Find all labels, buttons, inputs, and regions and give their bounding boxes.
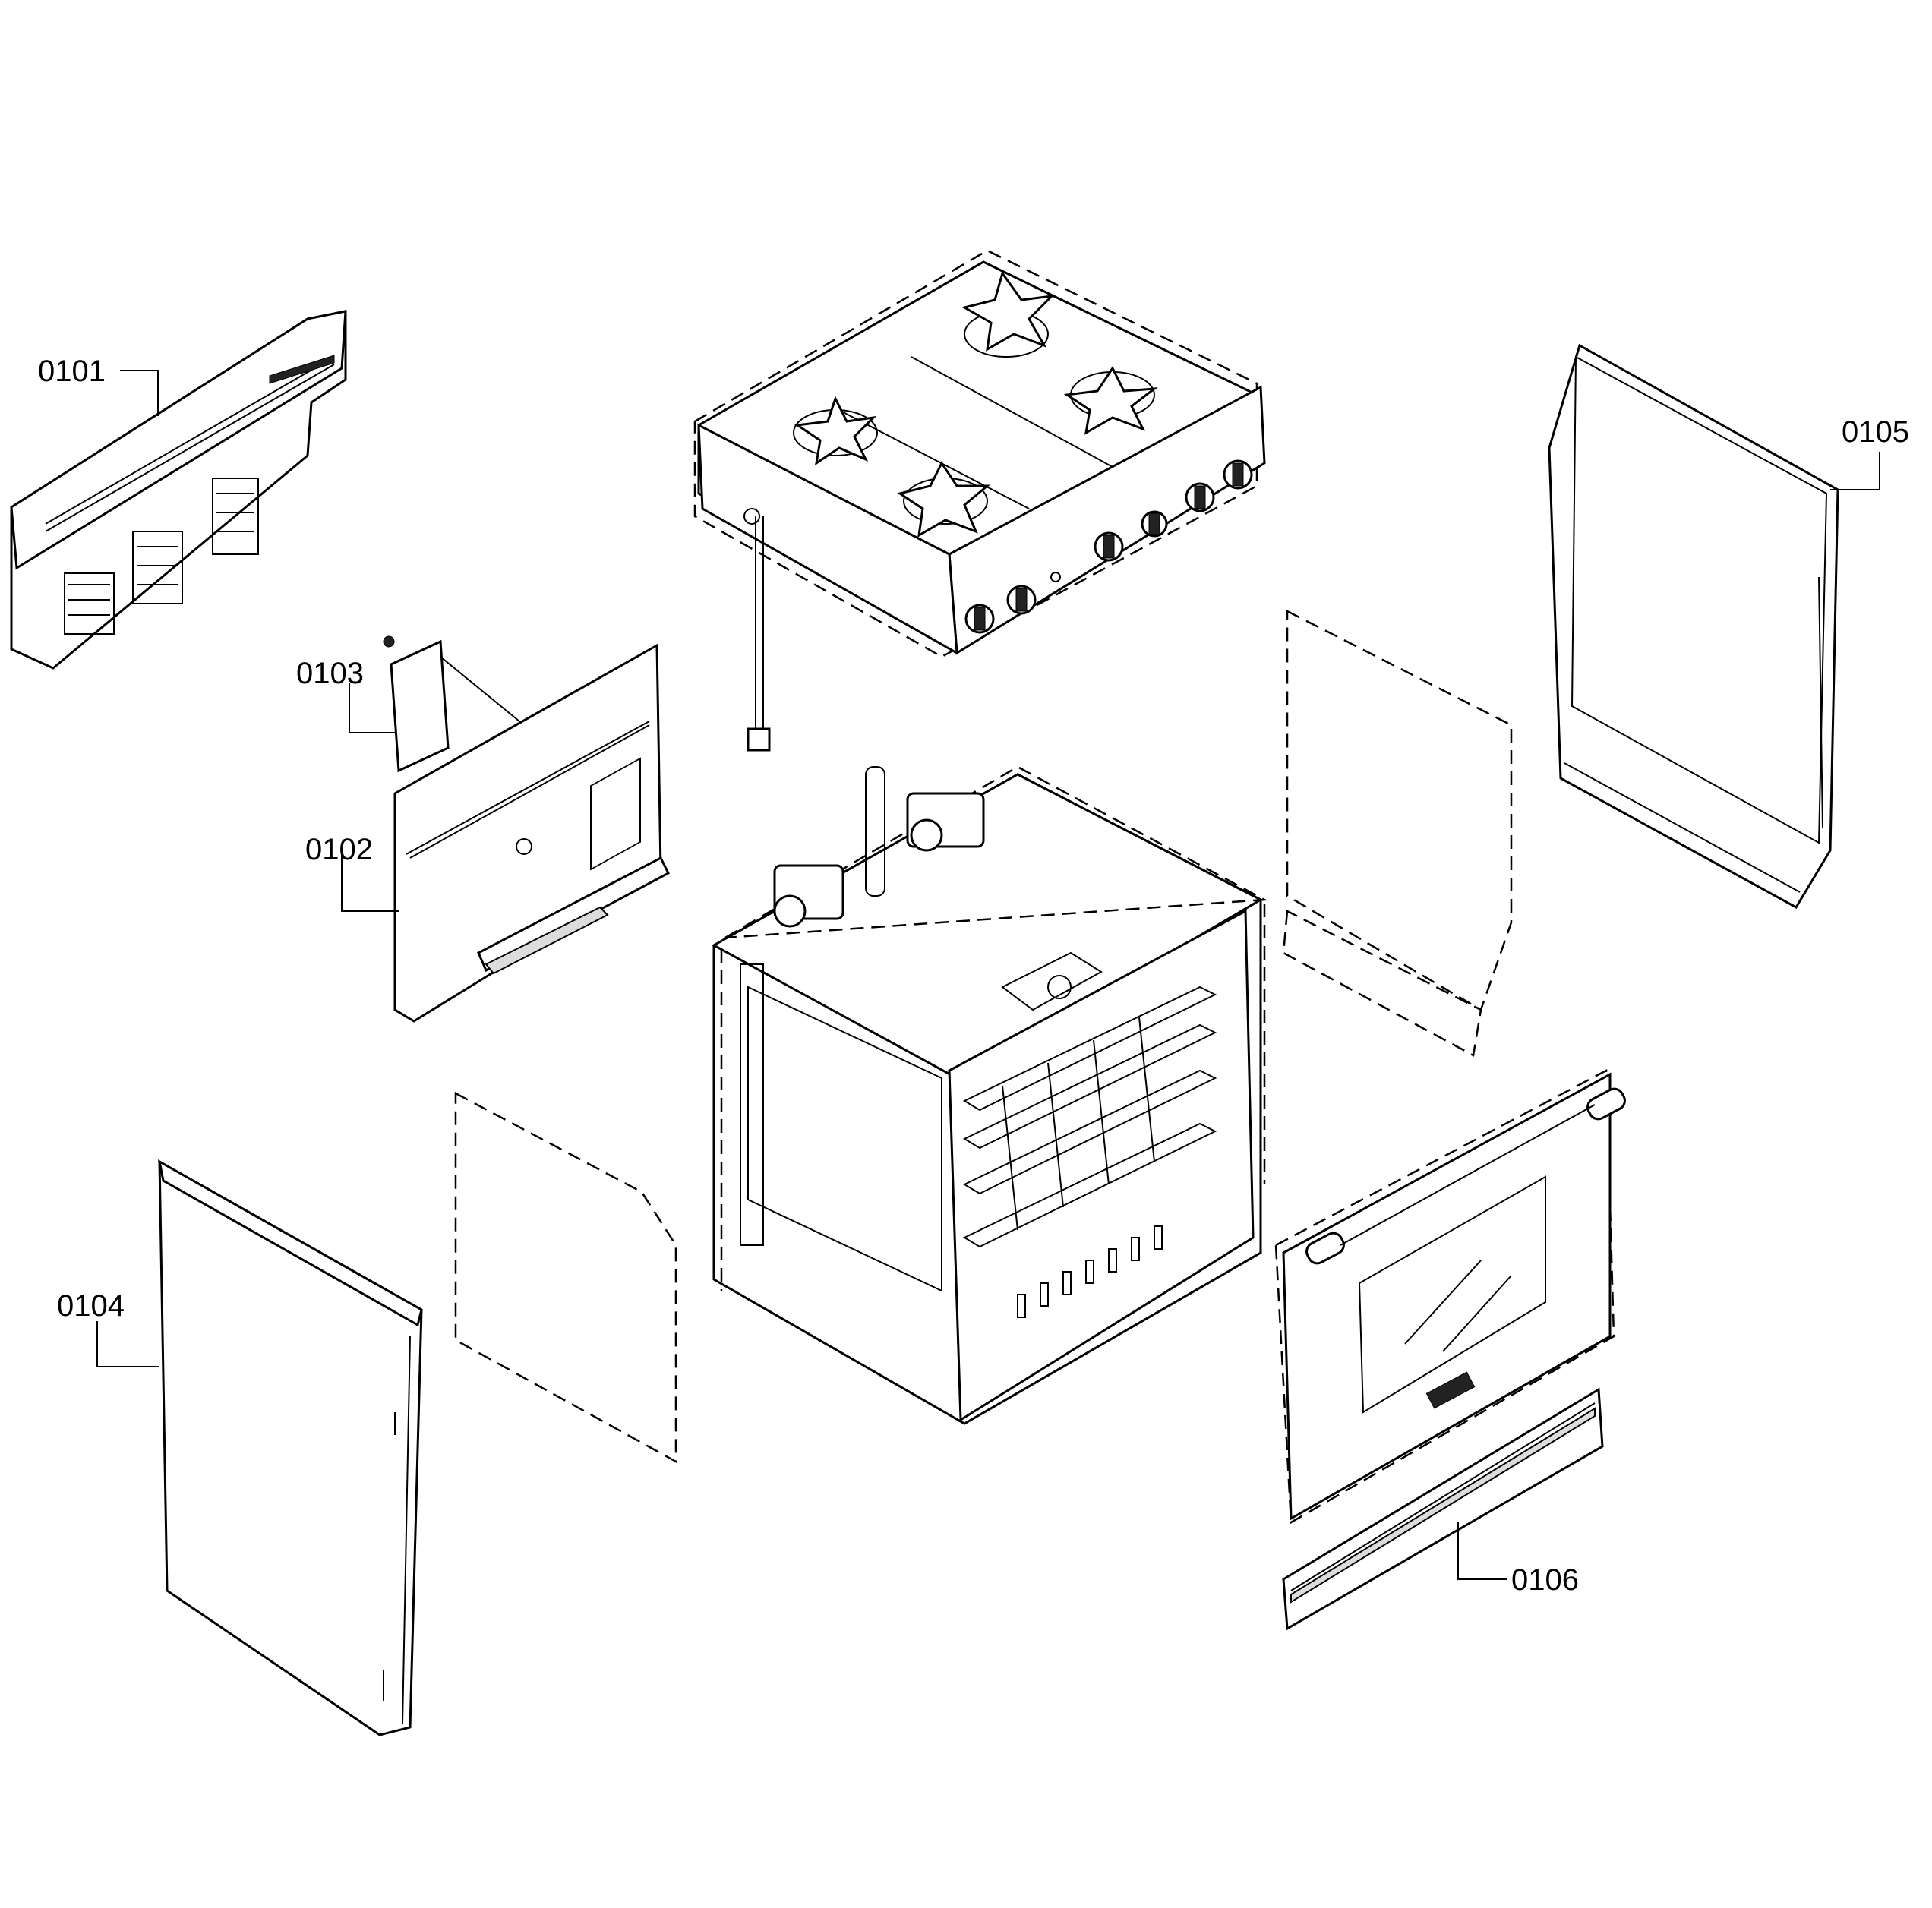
vent-slots xyxy=(1017,1225,1163,1318)
part-0102-rear-panel[interactable] xyxy=(393,643,670,1023)
label-0105[interactable]: 0105 xyxy=(1842,415,1909,449)
convection-motors xyxy=(773,766,1103,1011)
part-0101-backguard[interactable] xyxy=(10,310,347,670)
label-0101[interactable]: 0101 xyxy=(38,355,106,388)
side-insulation-left xyxy=(454,1091,677,1464)
burner-rear-left xyxy=(793,396,878,466)
oven-door xyxy=(1274,1068,1626,1525)
part-0103-cover-plate[interactable] xyxy=(383,635,525,773)
burner-rear-right xyxy=(961,270,1056,358)
leader-0103 xyxy=(349,683,395,733)
control-knobs xyxy=(964,459,1253,634)
leader-0106 xyxy=(1457,1522,1507,1580)
part-0104-left-side-panel[interactable] xyxy=(157,1159,423,1736)
part-0105-right-side-panel[interactable] xyxy=(1548,343,1839,910)
leader-0102 xyxy=(341,850,399,912)
oven-racks xyxy=(962,986,1217,1248)
burner-front-right xyxy=(1063,366,1158,435)
gas-pipe xyxy=(743,508,771,752)
oven-cavity-assembly xyxy=(711,765,1268,1425)
leader-0105 xyxy=(1830,452,1880,490)
part-0106-door-trim[interactable] xyxy=(1282,1387,1604,1631)
label-0102[interactable]: 0102 xyxy=(305,833,373,866)
label-0106[interactable]: 0106 xyxy=(1511,1563,1579,1597)
leader-0104 xyxy=(96,1321,159,1367)
side-insulation-right xyxy=(1282,609,1513,1057)
label-0104[interactable]: 0104 xyxy=(57,1289,125,1323)
label-0103[interactable]: 0103 xyxy=(296,657,364,690)
leader-0101 xyxy=(120,370,159,416)
cooktop-assembly xyxy=(693,249,1266,752)
burner-front-left xyxy=(897,461,991,538)
